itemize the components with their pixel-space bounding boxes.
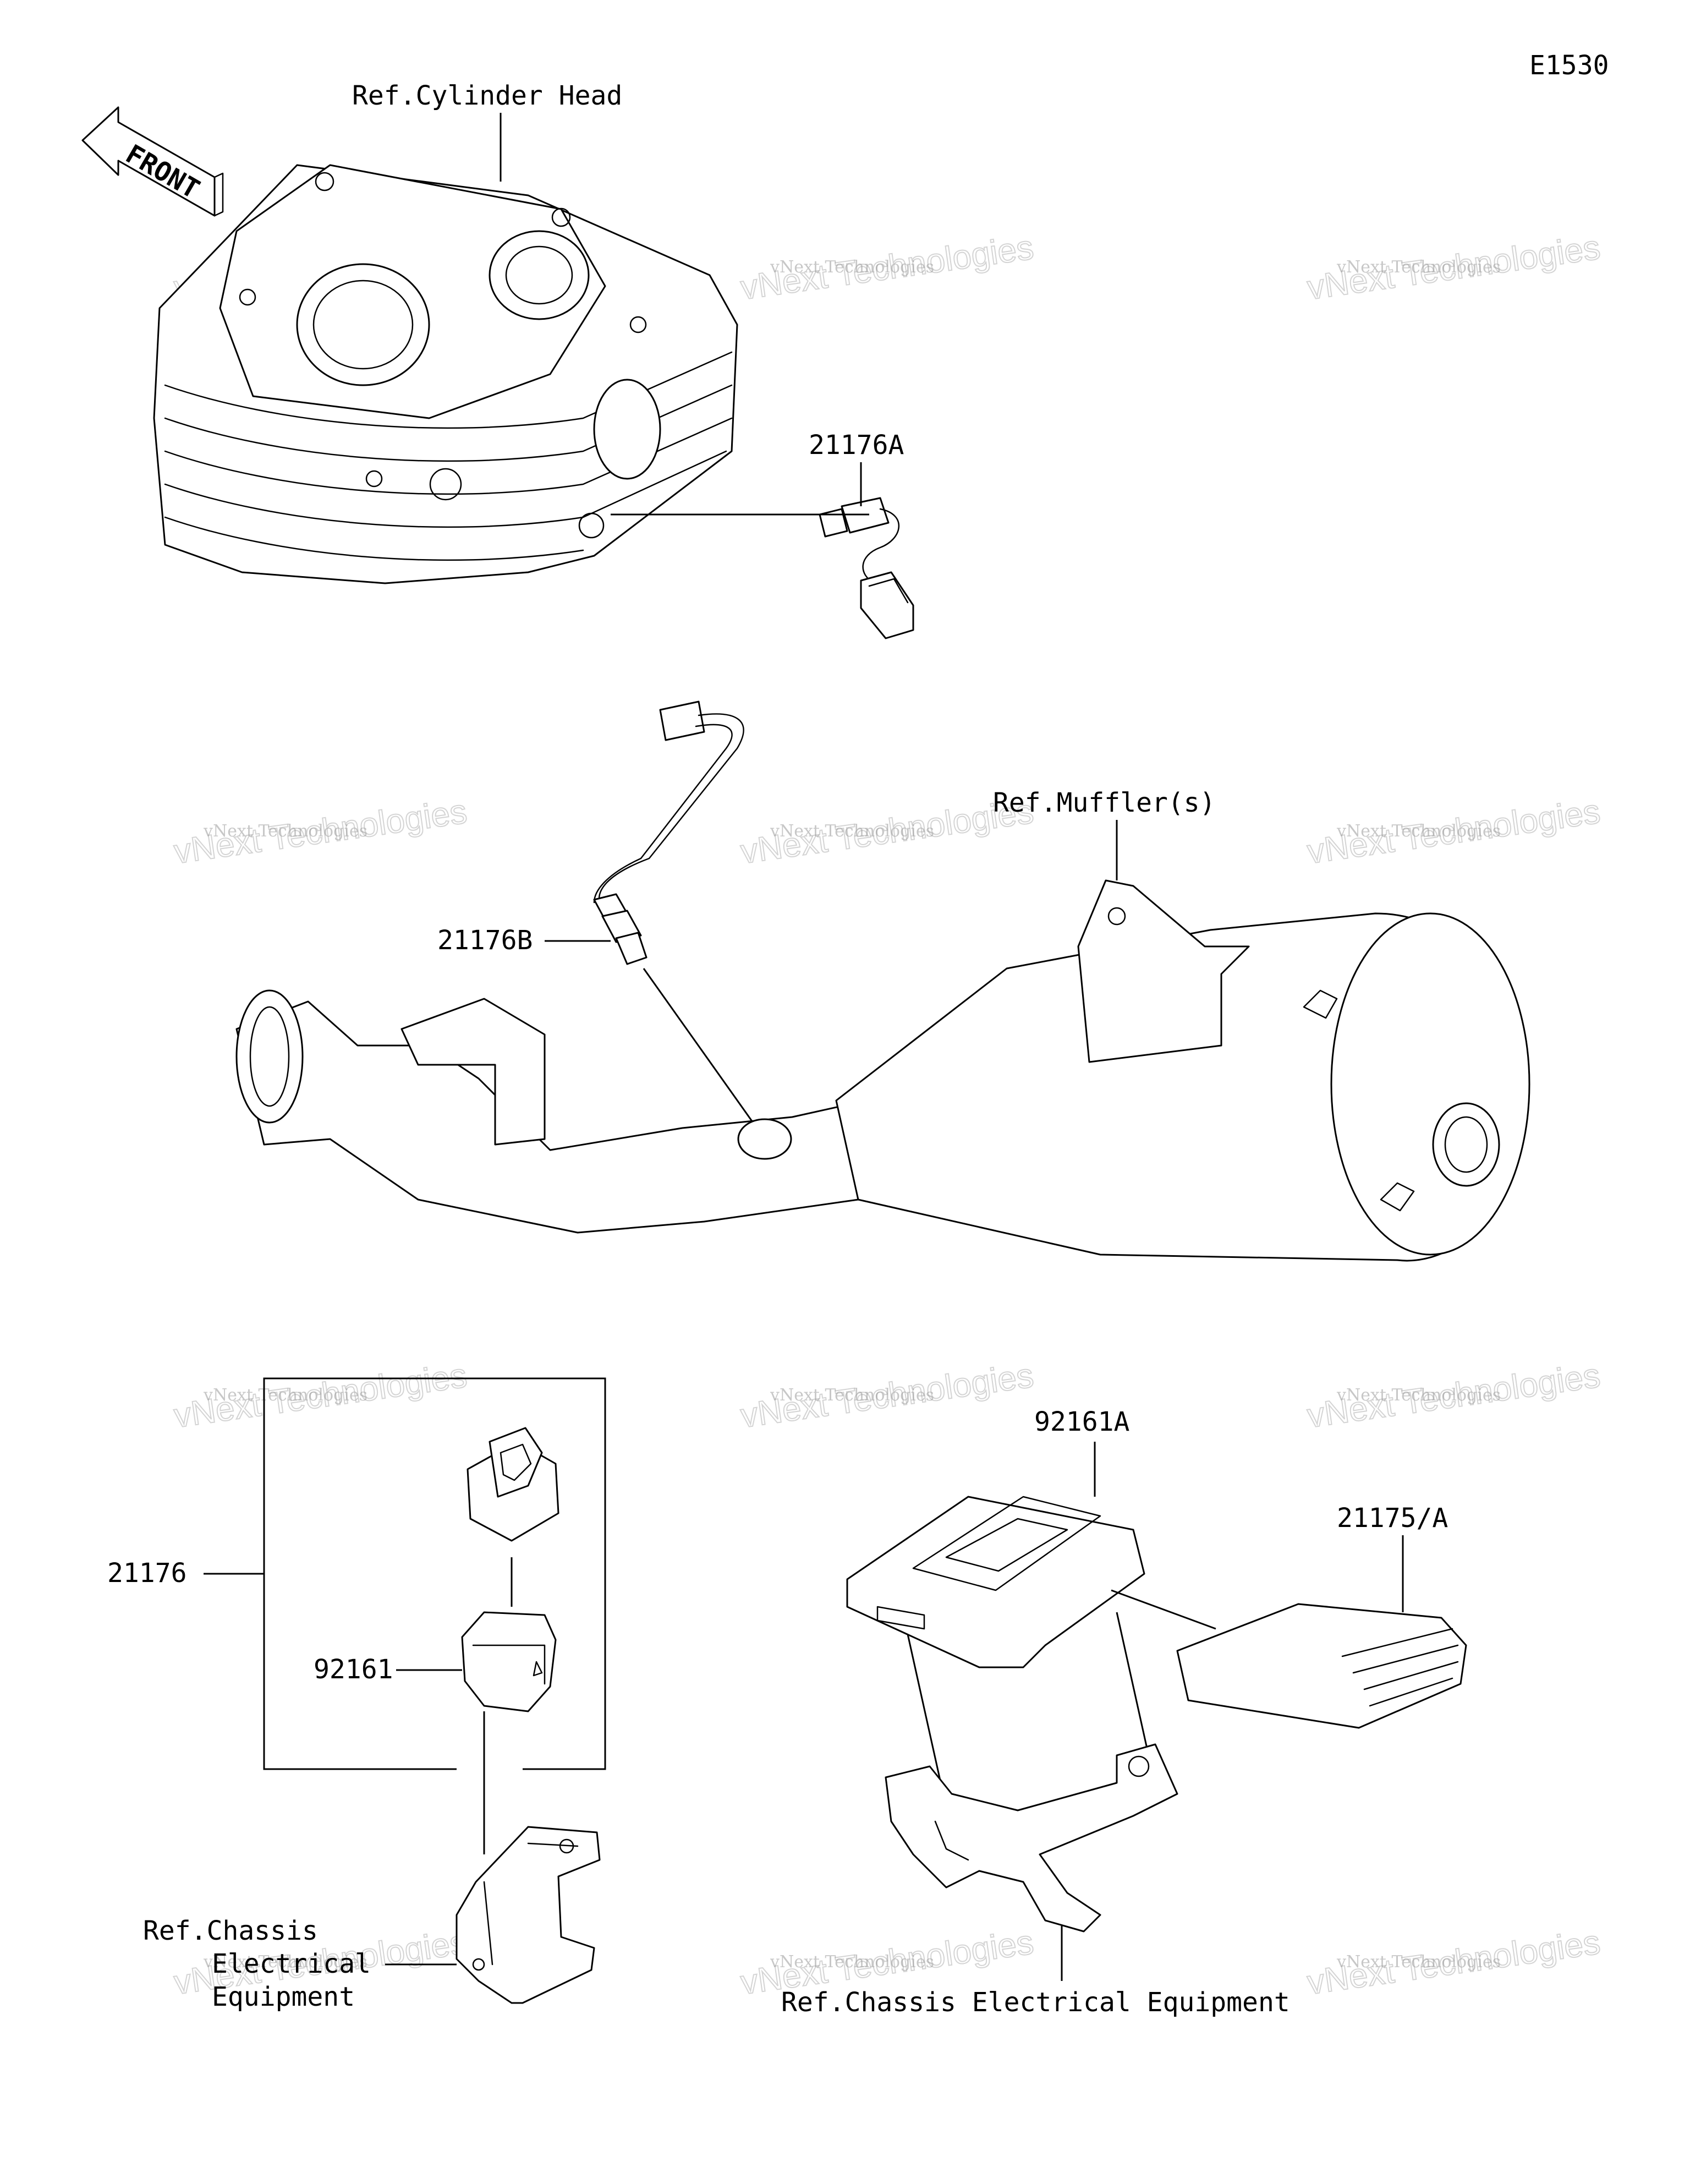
watermark-small-text: vNext Technologies — [1336, 1386, 1501, 1405]
part-21176-group-bracket — [263, 1377, 606, 1770]
ecu-21175a-drawing — [1176, 1603, 1467, 1729]
ref-chassis-left-label-line2: Electrical — [212, 1948, 371, 1979]
watermark-small-text: vNext Technologies — [770, 1386, 934, 1405]
part-21176b-label: 21176B — [437, 925, 533, 956]
ref-chassis-bottom-label: Ref.Chassis Electrical Equipment — [781, 1987, 1290, 2018]
chassis-bracket-left-drawing — [456, 1826, 601, 2004]
sensor-21176b-drawing — [593, 700, 744, 965]
part-21175a-label: 21175/A — [1337, 1503, 1448, 1534]
diagram-id: E1530 — [1529, 50, 1609, 81]
holder-to-bracket-leader-right — [1116, 1612, 1151, 1761]
watermark: vNext Technologies vNext Technologies — [738, 228, 1036, 308]
watermark: vNext Technologies vNext Technologies — [738, 1356, 1036, 1436]
ref-chassis-left-label-line1: Ref.Chassis — [143, 1915, 318, 1946]
watermark: vNext Technologies vNext Technologies — [738, 792, 1036, 872]
watermark-small-text: vNext Technologies — [203, 1952, 367, 1972]
watermark: vNext Technologies vNext Technologies — [171, 792, 470, 872]
ecu-holder-92161a-drawing — [846, 1496, 1145, 1668]
sensor-21176a-drawing — [819, 497, 914, 639]
ref-chassis-left-label-line3: Equipment — [212, 1982, 355, 2012]
muffler-drawing — [235, 879, 1530, 1262]
ecu-insert-leader — [1111, 1589, 1216, 1630]
watermark-small-text: vNext Technologies — [203, 1386, 367, 1405]
part-21176-label: 21176 — [107, 1558, 187, 1589]
connector-92161-drawing — [461, 1611, 557, 1712]
watermark-small-text: vNext Technologies — [770, 1952, 934, 1972]
watermark: vNext Technologies vNext Technologies — [171, 1356, 470, 1436]
watermark-small-text: vNext Technologies — [770, 258, 934, 277]
connector-upper-drawing — [467, 1427, 559, 1542]
ref-cylinder-head-label: Ref.Cylinder Head — [352, 80, 622, 111]
watermark: vNext Technologies vNext Technologies — [1304, 792, 1603, 872]
part-92161a-label: 92161A — [1034, 1406, 1129, 1437]
watermark-small-text: vNext Technologies — [1336, 822, 1501, 841]
ref-muffler-label: Ref.Muffler(s) — [993, 787, 1216, 818]
cylinder-head-drawing — [153, 164, 738, 584]
watermark: vNext Technologies vNext Technologies — [1304, 228, 1603, 308]
part-92161-label: 92161 — [314, 1654, 393, 1685]
watermark-small-text: vNext Technologies — [1336, 1952, 1501, 1972]
holder-to-bracket-leader-left — [907, 1634, 942, 1783]
part-21176a-label: 21176A — [809, 430, 904, 461]
watermark: vNext Technologies vNext Technologies — [1304, 1923, 1603, 2002]
front-arrow-icon: FRONT — [81, 106, 224, 217]
sensor-21176b-mount-leader — [643, 968, 766, 1140]
watermark-small-text: vNext Technologies — [770, 822, 934, 841]
watermark: vNext Technologies vNext Technologies — [1304, 1356, 1603, 1436]
watermark-small-text: vNext Technologies — [203, 822, 367, 841]
chassis-bracket-right-drawing — [885, 1743, 1178, 1933]
watermark-small-text: vNext Technologies — [1336, 258, 1501, 277]
